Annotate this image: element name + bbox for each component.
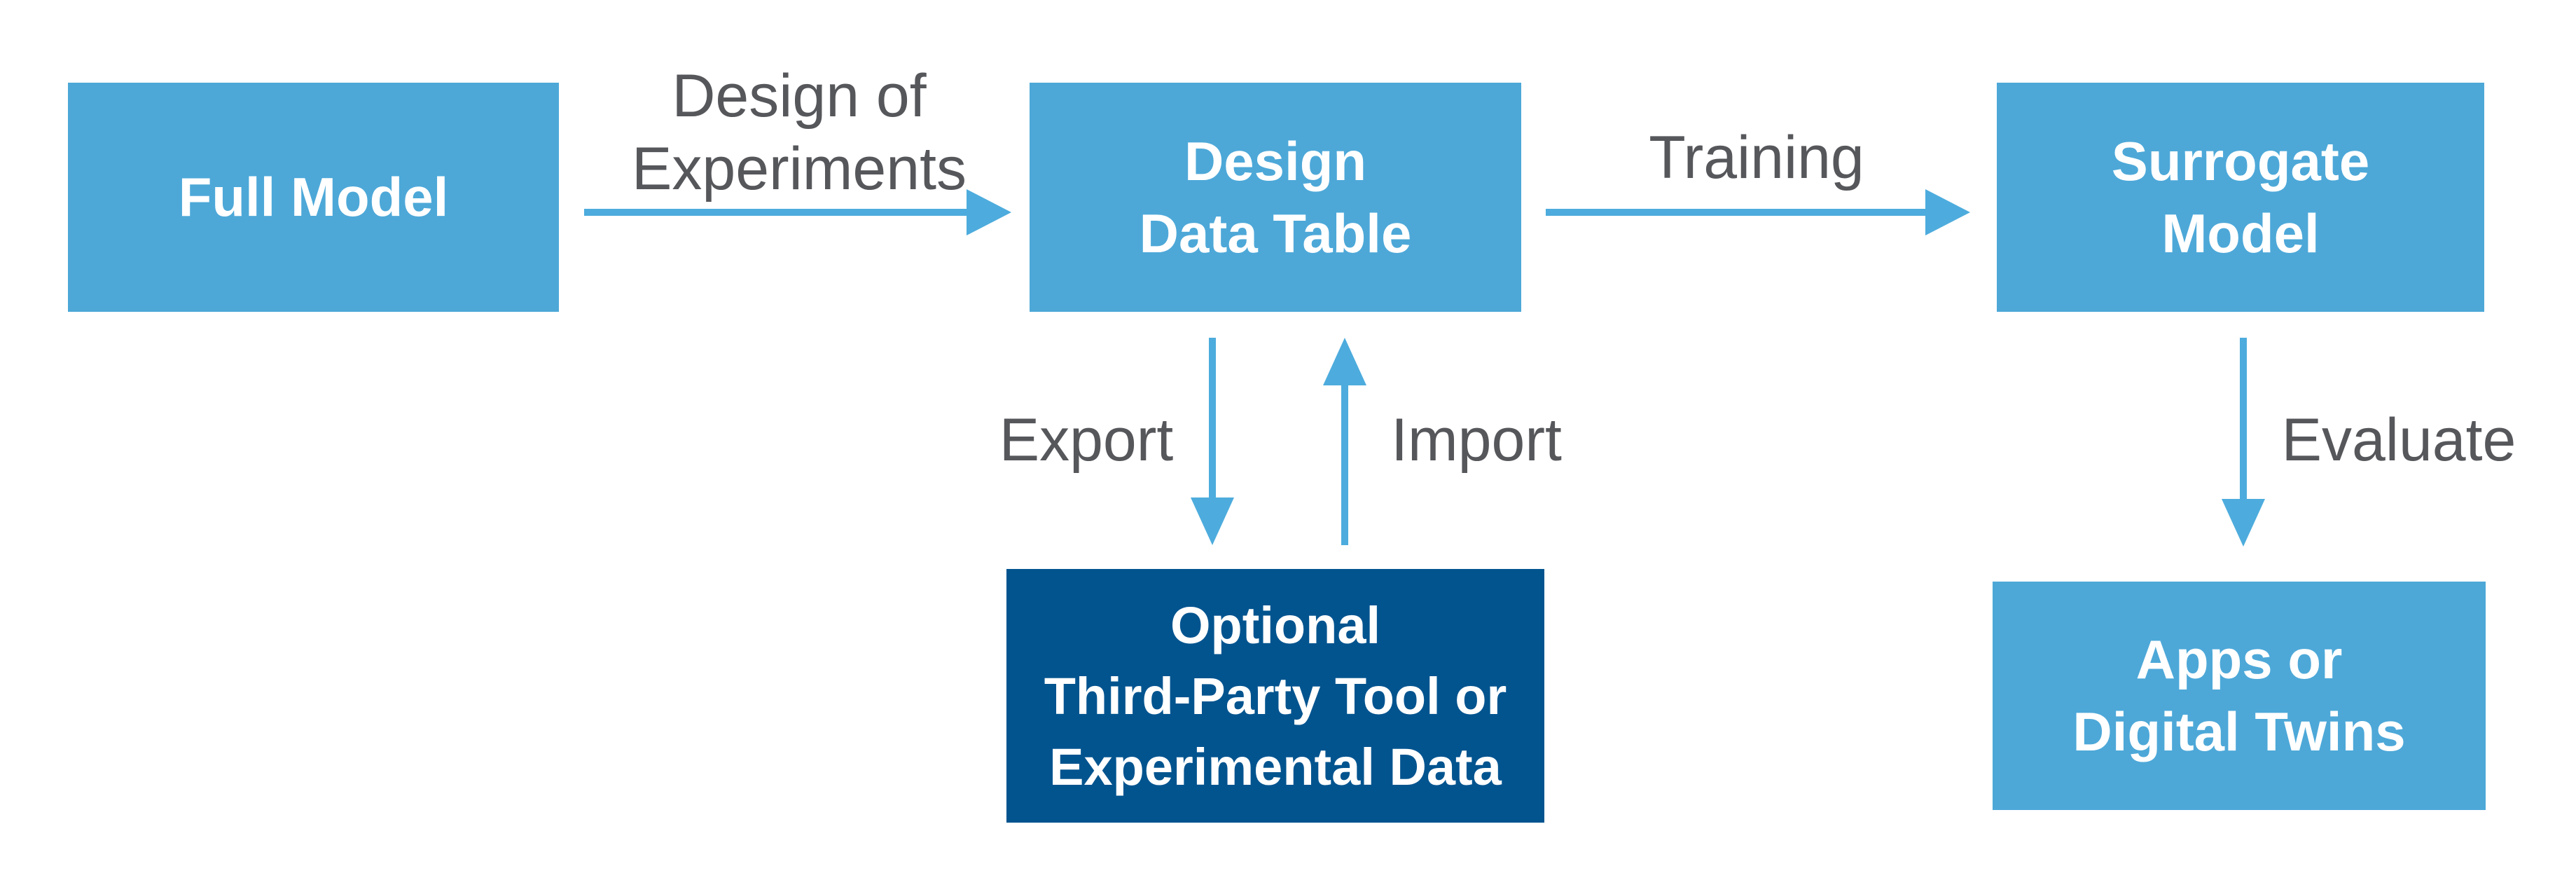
third-party-label-line1: Optional — [1170, 596, 1381, 654]
apps-digital-twins-box: Apps or Digital Twins — [1993, 582, 2486, 810]
design-data-table-box: Design Data Table — [1030, 83, 1521, 312]
import-label: Import — [1391, 406, 1562, 474]
apps-label-line2: Digital Twins — [2072, 701, 2406, 762]
arrow-head-right-icon — [967, 189, 1011, 235]
full-model-box: Full Model — [68, 83, 559, 312]
evaluate-label: Evaluate — [2281, 406, 2516, 474]
arrow-line — [584, 209, 967, 216]
design-of-experiments-label-line2: Experiments — [632, 135, 967, 203]
apps-label-line1: Apps or — [2135, 629, 2343, 690]
arrow-head-down-icon — [1191, 498, 1234, 545]
design-of-experiments-label-line1: Design of — [672, 62, 927, 130]
arrow-head-up-icon — [1323, 338, 1366, 385]
design-data-table-label-line1: Design — [1184, 130, 1367, 192]
surrogate-model-label-line2: Model — [2161, 202, 2320, 264]
design-data-table-label-line2: Data Table — [1139, 202, 1412, 264]
surrogate-model-label-line1: Surrogate — [2111, 130, 2370, 192]
design-of-experiments-label: Design of Experiments — [554, 60, 1044, 205]
third-party-label-line3: Experimental Data — [1049, 737, 1502, 796]
arrow-head-down-icon — [2222, 499, 2265, 547]
arrow-line — [2240, 338, 2247, 499]
export-label: Export — [999, 406, 1174, 474]
surrogate-model-box: Surrogate Model — [1997, 83, 2484, 312]
third-party-label-line2: Third-Party Tool or — [1044, 666, 1507, 725]
arrow-line — [1546, 209, 1925, 216]
arrow-line — [1209, 338, 1216, 498]
arrow-line — [1341, 385, 1348, 545]
third-party-tool-box: Optional Third-Party Tool or Experimenta… — [1006, 569, 1544, 823]
arrow-head-right-icon — [1925, 189, 1970, 235]
training-label: Training — [1649, 124, 1864, 191]
full-model-label: Full Model — [178, 166, 449, 228]
